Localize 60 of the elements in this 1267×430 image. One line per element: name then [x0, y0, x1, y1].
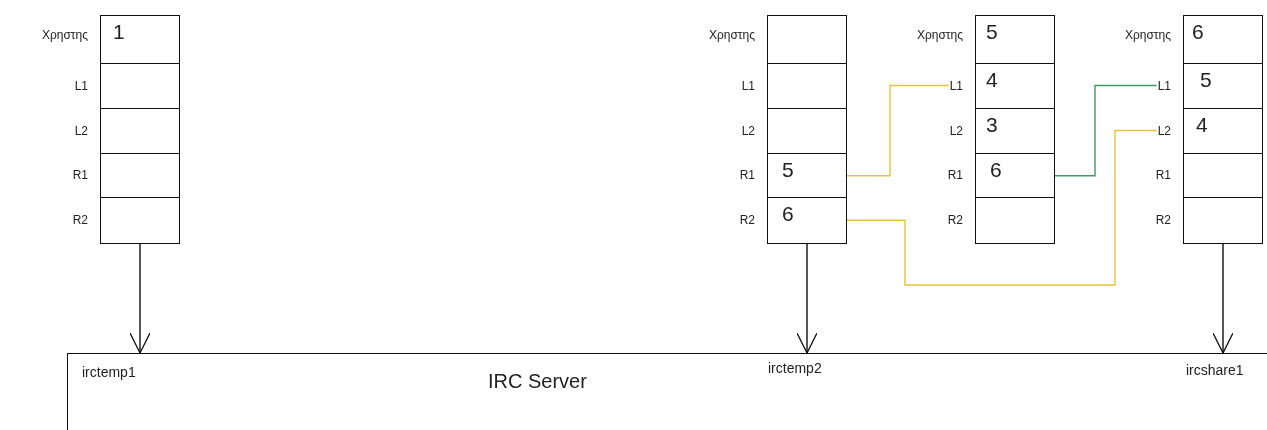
row-label: R2 [739, 212, 755, 227]
table-cell [100, 63, 180, 110]
row-label: R2 [947, 212, 963, 227]
cell-value: 4 [986, 68, 998, 92]
cell-value: 5 [782, 158, 794, 182]
connector-line [1054, 84, 1158, 177]
table-cell [767, 63, 847, 110]
cell-value: 6 [782, 202, 794, 226]
row-label: Χρηστης [1124, 28, 1171, 42]
server-title: IRC Server [488, 370, 587, 393]
row-label: L1 [74, 78, 88, 93]
table-cell [100, 108, 180, 155]
table-cell [100, 15, 180, 65]
row-label: R1 [1155, 168, 1171, 182]
cell-value: 5 [1200, 68, 1212, 92]
row-label: L2 [74, 123, 88, 138]
table-cell [975, 63, 1055, 110]
row-label: Χρηστης [708, 28, 755, 42]
table-cell [767, 197, 847, 244]
connector-line [846, 84, 950, 177]
cell-value: 4 [1196, 113, 1208, 137]
arrow [796, 242, 818, 354]
table-cell [1183, 153, 1263, 199]
table-cell [100, 153, 180, 199]
port-label: irctemp1 [82, 364, 136, 380]
table-cell [1183, 197, 1263, 244]
table-cell [767, 108, 847, 155]
row-label: Χρηστης [41, 28, 88, 42]
arrow [129, 242, 151, 354]
row-label: R1 [72, 168, 88, 182]
table-cell [975, 15, 1055, 65]
table-cell [1183, 15, 1263, 65]
cell-value: 1 [113, 20, 125, 44]
cell-value: 3 [986, 113, 998, 137]
cell-value: 6 [990, 158, 1002, 182]
row-label: L2 [1157, 123, 1171, 138]
port-label: irctemp2 [768, 360, 822, 376]
row-label: L1 [741, 78, 755, 93]
table-cell [975, 197, 1055, 244]
row-label: Χρηστης [916, 28, 963, 42]
cell-value: 6 [1192, 20, 1204, 44]
table-cell [975, 153, 1055, 199]
port-label: ircshare1 [1186, 362, 1244, 378]
row-label: R2 [1155, 212, 1171, 227]
table-cell [975, 108, 1055, 155]
row-label: L2 [741, 123, 755, 138]
row-label: R1 [947, 168, 963, 182]
arrow [1212, 242, 1234, 354]
table-cell [1183, 63, 1263, 110]
row-label: R2 [72, 212, 88, 227]
row-label: L1 [1157, 78, 1171, 93]
cell-value: 5 [986, 20, 998, 44]
table-cell [767, 15, 847, 65]
table-cell [767, 153, 847, 199]
table-cell [1183, 108, 1263, 155]
row-label: R1 [739, 168, 755, 182]
connector-line [846, 129, 1158, 286]
table-cell [100, 197, 180, 244]
row-label: L2 [949, 123, 963, 138]
row-label: L1 [949, 78, 963, 93]
